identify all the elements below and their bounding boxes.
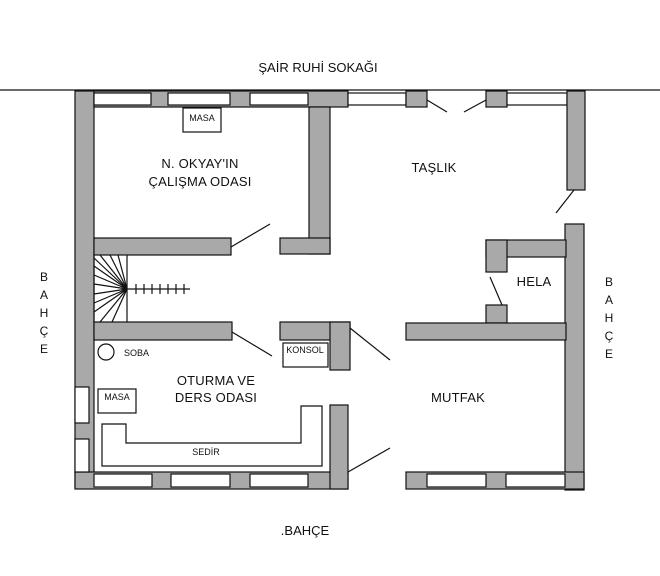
top-window-1 — [93, 92, 152, 106]
kitchen-top-wall — [405, 322, 567, 341]
svg-text:B: B — [40, 270, 48, 284]
kitchen-door-swing — [347, 447, 391, 473]
top-window-4 — [347, 92, 407, 106]
garden-bottom-label: .BAHÇE — [281, 523, 330, 538]
entrance-door-left — [426, 99, 448, 113]
bottom-window-5 — [505, 473, 566, 488]
wc-left-wall-lower — [485, 304, 508, 324]
study-desk — [182, 107, 222, 133]
right-door-swing — [555, 189, 575, 214]
living-right-wall — [329, 404, 349, 490]
bottom-window-4 — [426, 473, 487, 488]
svg-text:A: A — [605, 293, 613, 307]
kitchen-label: MUTFAK — [431, 390, 485, 405]
living-label-line2: DERS ODASI — [175, 390, 257, 405]
street-label: ŞAİR RUHİ SOKAĞI — [258, 60, 377, 75]
svg-text:E: E — [605, 347, 613, 361]
study-bottom-wall — [93, 237, 232, 256]
console — [282, 342, 329, 368]
living-desk — [97, 388, 137, 414]
bottom-window-3 — [249, 473, 309, 488]
study-right-wall-foot — [279, 237, 331, 255]
svg-text:Ç: Ç — [40, 324, 49, 338]
garden-right-label: B A H Ç E — [605, 275, 614, 361]
bottom-window-2 — [170, 473, 231, 488]
left-window-1 — [74, 386, 90, 424]
study-door-swing — [230, 223, 271, 248]
top-wall-door-left — [405, 90, 428, 108]
wc-door-swing — [489, 276, 503, 306]
wc-label: HELA — [517, 274, 552, 289]
hall-label: TAŞLIK — [411, 160, 456, 175]
garden-left-label: B A H Ç E — [40, 270, 49, 356]
stove-label: SOBA — [124, 348, 149, 358]
sofa — [101, 405, 323, 467]
living-top-wall — [93, 321, 233, 341]
top-window-2 — [167, 92, 231, 106]
bottom-window-1 — [93, 473, 153, 488]
study-label-line2: ÇALIŞMA ODASI — [148, 174, 251, 189]
right-upper-wall — [566, 90, 586, 191]
living-label-line1: OTURMA VE — [177, 373, 255, 388]
svg-text:H: H — [605, 311, 614, 325]
stove-icon — [97, 343, 115, 361]
living-desk-label: MASA — [104, 392, 130, 402]
hall-door-swing — [349, 327, 391, 361]
staircase — [93, 254, 190, 323]
sofa-label: SEDİR — [192, 447, 220, 457]
wc-left-wall — [485, 239, 508, 273]
left-outer-wall — [74, 90, 95, 489]
left-window-2 — [74, 438, 90, 473]
study-desk-label: MASA — [189, 113, 215, 123]
top-window-3 — [249, 92, 309, 106]
svg-text:A: A — [40, 288, 48, 302]
top-wall-door-right — [485, 90, 508, 108]
top-window-5 — [506, 92, 568, 106]
svg-text:B: B — [605, 275, 613, 289]
right-lower-wall — [564, 223, 585, 491]
svg-text:E: E — [40, 342, 48, 356]
console-wall-side — [329, 321, 351, 371]
entrance-door-right — [463, 99, 487, 113]
svg-text:H: H — [40, 306, 49, 320]
study-right-wall — [308, 106, 331, 255]
svg-text:Ç: Ç — [605, 329, 614, 343]
console-label: KONSOL — [286, 345, 324, 355]
study-label-line1: N. OKYAY'IN — [161, 156, 238, 171]
living-door-swing — [231, 331, 273, 357]
